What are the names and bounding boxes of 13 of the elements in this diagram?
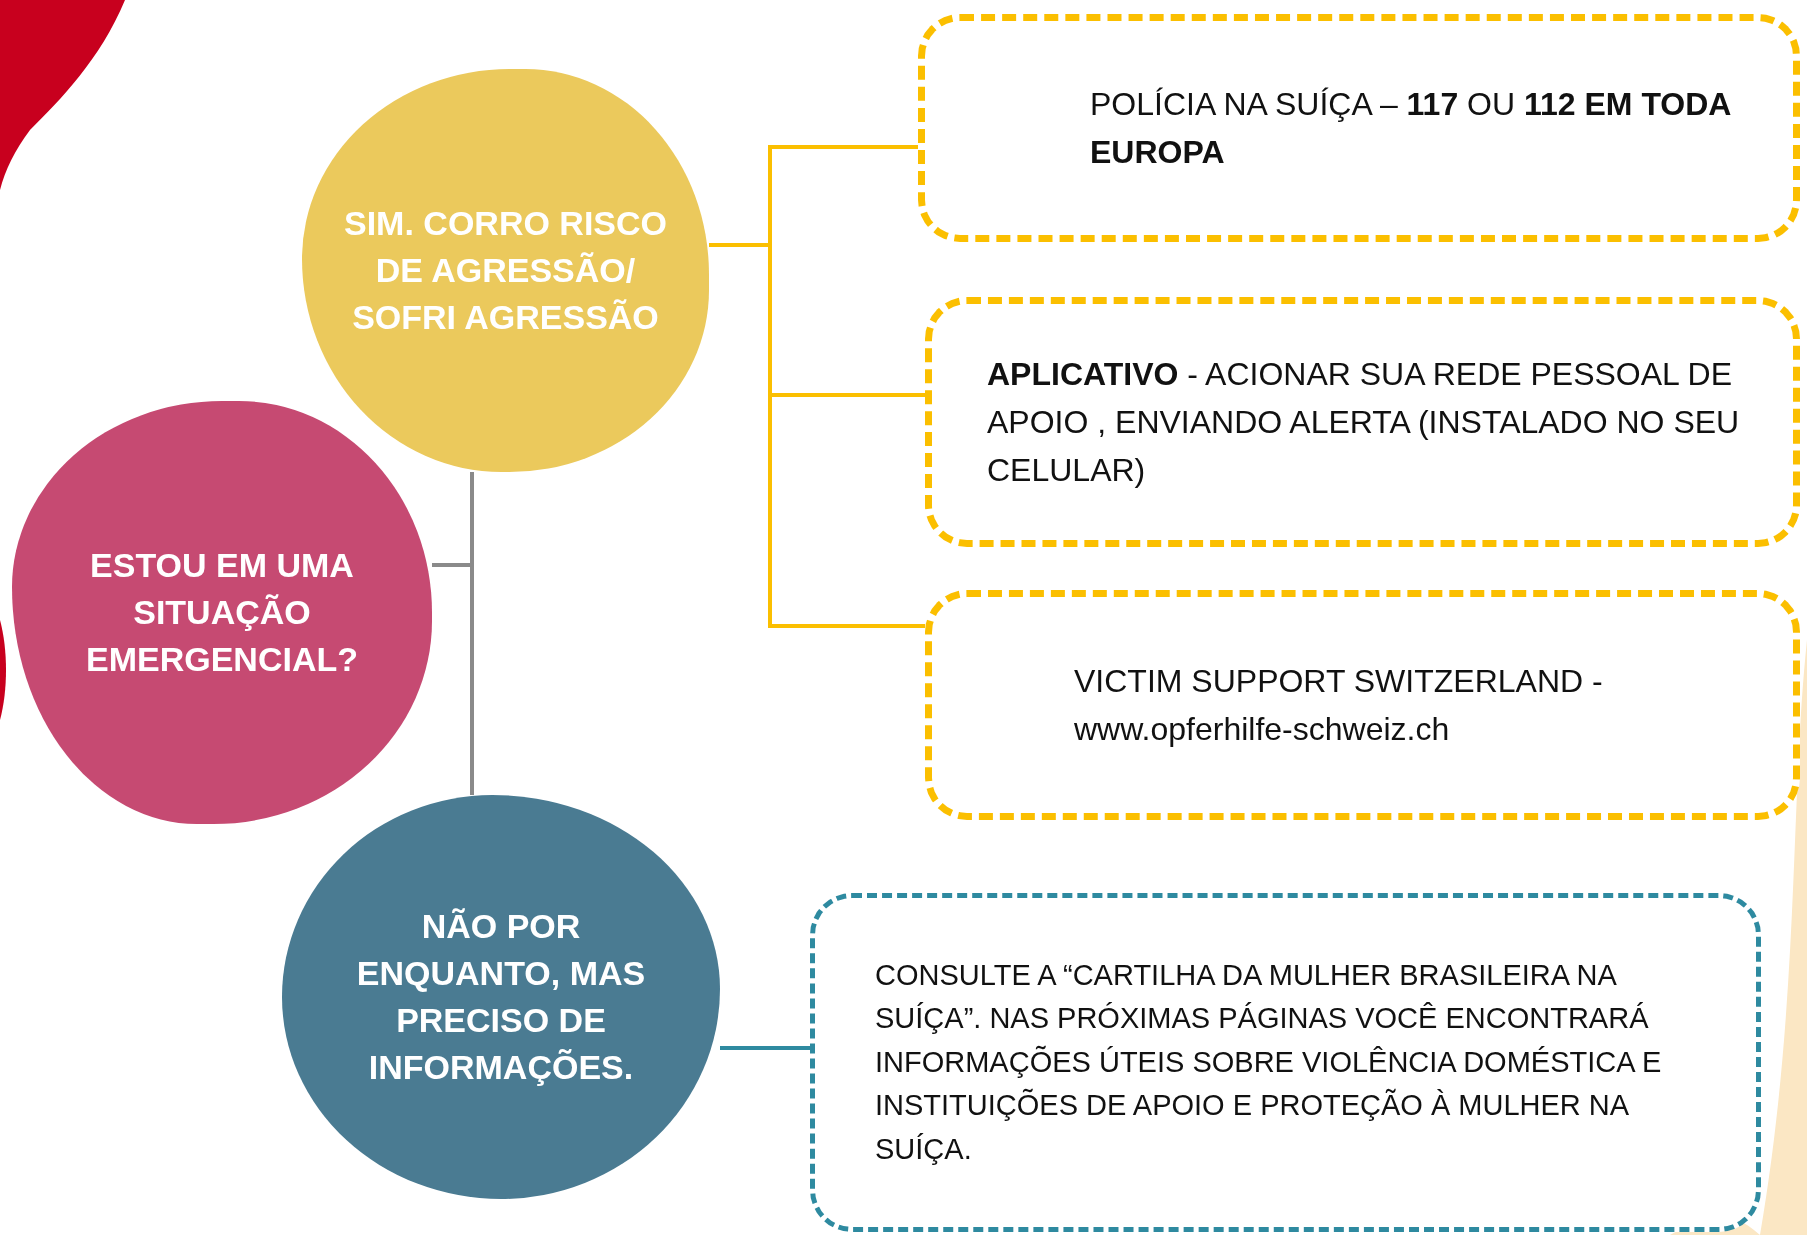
info-text: APLICATIVO - ACIONAR SUA REDE PESSOAL DE APOIO , ENVIANDO ALERTA (INSTALADO NO SEU CELULAR) (987, 355, 1741, 490)
dashed-info-box (918, 14, 1800, 242)
dashed-info-box (925, 297, 1800, 547)
blob-text: NÃO POR ENQUANTO, MAS PRECISO DE INFORMAÇÕES. (355, 906, 647, 1088)
connector-line (720, 1046, 810, 1050)
connector-line (432, 563, 474, 795)
dashed-info-box (925, 590, 1800, 820)
blob-text: ESTOU EM UMA SITUAÇÃO EMERGENCIAL? (85, 545, 359, 680)
info-text: VICTIM SUPPORT SWITZERLAND - www.opferhilfe-schweiz.ch (1074, 662, 1604, 749)
blob-text: SIM. CORRO RISCO DE AGRESSÃO/ SOFRI AGRESSÃO (343, 203, 668, 338)
info-text: CONSULTE A “CARTILHA DA MULHER BRASILEIRA NA SUÍÇA”. NAS PRÓXIMAS PÁGINAS VOCÊ ENCONTRARÁ INFORMAÇÕES ÚTEIS SOBRE VIOLÊNCIA DOMÉSTICA E INSTITUIÇÕES DE APOIO E PROTEÇÃO À MULHER NA SUÍÇA. (875, 957, 1663, 1167)
info-text: POLÍCIA NA SUÍÇA – 117 OU 112 EM TODA EUROPA (1090, 85, 1732, 172)
dashed-info-box (810, 893, 1761, 1232)
